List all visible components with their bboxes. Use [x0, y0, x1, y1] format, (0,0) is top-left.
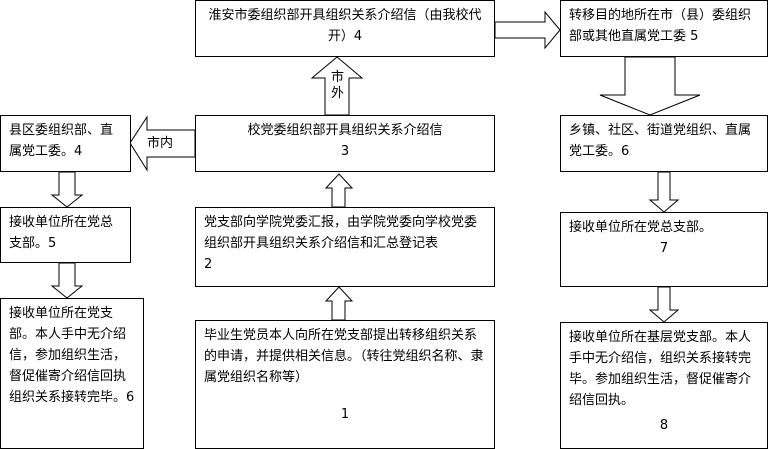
step-4-outside-box: 淮安市委组织部开具组织关系介绍信（由我校代开）4 — [195, 0, 495, 57]
arrow-4in-5in — [50, 171, 84, 208]
label-outside-city-line2: 外 — [331, 86, 345, 101]
step-text: 校党委组织部开具组织关系介绍信 — [247, 123, 443, 138]
label-inside-city: 市内 — [147, 136, 174, 151]
step-number: 5 — [48, 236, 57, 251]
step-text: 乡镇、社区、街道党组织、直属党工委。 — [569, 123, 752, 159]
arrow-6out-7out — [648, 171, 680, 213]
step-number: 6 — [621, 144, 630, 159]
step-text: 淮安市委组织部开具组织关系介绍信（由我校代开） — [208, 8, 482, 44]
step-number: 4 — [353, 29, 363, 44]
step-number: 3 — [340, 144, 350, 159]
label-outside-city-line1: 市 — [331, 70, 345, 85]
step-text: 转移目的地所在市（县）委组织部或其他直属党工委 — [569, 8, 752, 44]
step-7-outside-box: 接收单位所在党总支部。 7 — [560, 212, 768, 287]
arrow-to-township — [599, 56, 701, 116]
step-number: 6 — [126, 390, 135, 405]
step-number: 8 — [659, 418, 669, 433]
step-number: 1 — [340, 407, 350, 422]
arrow-inside-city — [129, 115, 196, 172]
arrow-5in-6in — [50, 262, 84, 299]
arrow-outside-city — [310, 56, 364, 116]
step-text: 接收单位所在党支部。本人手中无介绍信，参加组织生活，督促催寄介绍信回执组织关系接… — [9, 306, 127, 405]
arrow-to-destination — [494, 10, 561, 50]
step-number: 7 — [659, 241, 669, 256]
step-text: 毕业生党员本人向所在党支部提出转移组织关系的申请，并提供相关信息。（转往党组织名… — [204, 328, 484, 385]
step-6-inside-box: 接收单位所在党支部。本人手中无介绍信，参加组织生活，督促催寄介绍信回执组织关系接… — [0, 298, 144, 449]
step-text: 党支部向学院党委汇报，由学院党委向学校党委组织部开具组织关系介绍信和汇总登记表 — [204, 215, 478, 251]
step-5-inside-box: 接收单位所在党总支部。5 — [0, 207, 131, 263]
step-text: 接收单位所在党总支部。 — [9, 215, 114, 251]
arrow-7out-8out — [648, 286, 680, 323]
step-5-outside-box: 转移目的地所在市（县）委组织部或其他直属党工委 5 — [560, 0, 768, 57]
step-2-box: 党支部向学院党委汇报，由学院党委向学校党委组织部开具组织关系介绍信和汇总登记表 … — [195, 207, 495, 287]
step-number: 5 — [690, 29, 699, 44]
arrow-1-2 — [324, 286, 354, 321]
step-1-box: 毕业生党员本人向所在党支部提出转移组织关系的申请，并提供相关信息。（转往党组织名… — [195, 320, 495, 449]
arrow-2-3 — [324, 173, 354, 208]
step-text: 接收单位所在基层党支部。本人手中无介绍信，组织关系接转完毕。参加组织生活，督促催… — [569, 330, 752, 408]
step-8-outside-box: 接收单位所在基层党支部。本人手中无介绍信，组织关系接转完毕。参加组织生活，督促催… — [560, 322, 768, 449]
step-text: 县区委组织部、直属党工委。 — [9, 123, 114, 159]
step-3-box: 校党委组织部开具组织关系介绍信 3 — [195, 115, 495, 172]
step-4-inside-box: 县区委组织部、直属党工委。4 — [0, 115, 131, 172]
label-outside-city: 市 外 — [331, 70, 344, 102]
step-number: 2 — [204, 257, 213, 272]
step-number: 4 — [74, 144, 83, 159]
step-6-outside-box: 乡镇、社区、街道党组织、直属党工委。6 — [560, 115, 768, 172]
step-text: 接收单位所在党总支部。 — [569, 220, 713, 235]
